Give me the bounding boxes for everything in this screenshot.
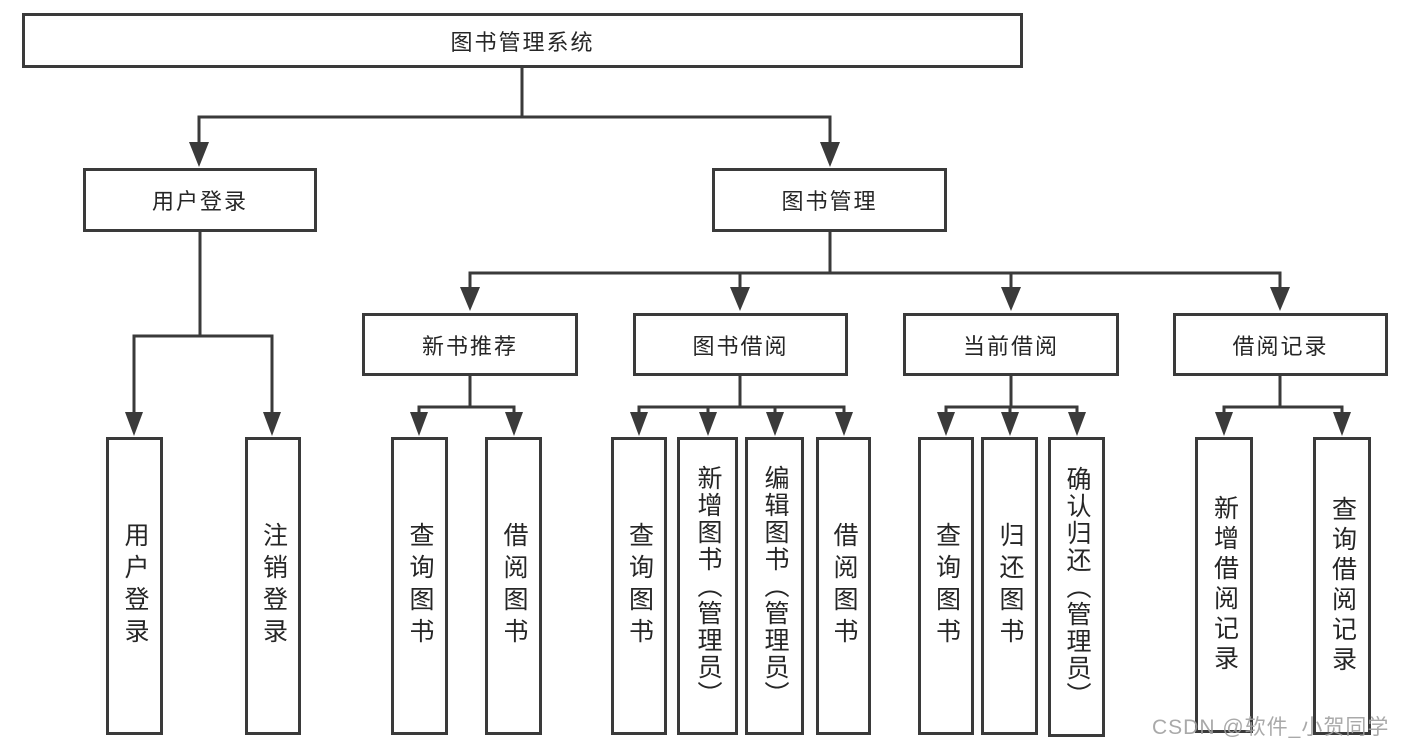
leaf-borrow-books-recommend: 借阅图书 [485, 437, 542, 735]
leaf-add-borrow-record: 新增借阅记录 [1195, 437, 1253, 733]
leaf-query-books-current-label: 查询图书 [932, 522, 961, 650]
leaf-borrow-books-label: 借阅图书 [830, 522, 858, 650]
leaf-add-book-admin-label: 新增图书（管理员） [694, 464, 722, 708]
leaf-query-books-recommend-label: 查询图书 [406, 522, 434, 650]
watermark: CSDN @软件_小贺同学 [1152, 716, 1390, 739]
arrow-leaf-user-login [125, 412, 143, 436]
arrow-book-management [820, 142, 840, 167]
leaf-query-borrow-record: 查询借阅记录 [1313, 437, 1371, 735]
node-book-management: 图书管理 [712, 168, 947, 232]
leaf-confirm-return-admin-label: 确认归还（管理员） [1063, 465, 1091, 709]
arrow-leaf-query-books-recommend [410, 412, 428, 436]
arrow-leaf-add-record [1215, 412, 1233, 436]
node-book-management-label: 图书管理 [781, 189, 878, 214]
leaf-confirm-return-admin: 确认归还（管理员） [1048, 437, 1105, 737]
node-user-login-label: 用户登录 [151, 189, 248, 214]
leaf-logout: 注销登录 [245, 437, 301, 735]
arrow-leaf-query-books-borrow [630, 412, 648, 436]
arrow-leaf-logout [263, 412, 281, 436]
arrow-leaf-add-book [699, 412, 717, 436]
leaf-return-book-label: 归还图书 [996, 522, 1024, 650]
arrow-book-borrow [730, 287, 750, 311]
leaf-user-login-label: 用户登录 [121, 522, 149, 650]
arrow-leaf-borrow-books-recommend [505, 412, 523, 436]
leaf-query-borrow-record-label: 查询借阅记录 [1328, 496, 1357, 676]
arrow-user-login [189, 142, 209, 167]
leaf-edit-book-admin-label: 编辑图书（管理员） [761, 464, 789, 708]
leaf-edit-book-admin: 编辑图书（管理员） [745, 437, 804, 735]
arrow-borrow-records [1270, 287, 1290, 311]
node-book-borrow-label: 图书借阅 [692, 333, 789, 359]
node-root-label: 图书管理系统 [450, 29, 595, 55]
leaf-query-books-borrow: 查询图书 [611, 437, 667, 735]
node-borrow-records-label: 借阅记录 [1232, 333, 1329, 359]
node-current-borrow: 当前借阅 [903, 313, 1119, 376]
leaf-borrow-books-recommend-label: 借阅图书 [500, 522, 528, 650]
node-user-login: 用户登录 [83, 168, 317, 232]
leaf-user-login: 用户登录 [106, 437, 163, 735]
node-book-borrow: 图书借阅 [633, 313, 848, 376]
arrow-new-book-recommend [460, 287, 480, 311]
arrow-leaf-confirm-return [1068, 412, 1086, 436]
node-borrow-records: 借阅记录 [1173, 313, 1388, 376]
leaf-add-book-admin: 新增图书（管理员） [677, 437, 738, 735]
leaf-query-books-recommend: 查询图书 [391, 437, 448, 735]
leaf-borrow-books: 借阅图书 [816, 437, 871, 735]
arrow-leaf-query-record [1333, 412, 1351, 436]
arrow-leaf-edit-book [766, 412, 784, 436]
arrow-current-borrow [1001, 287, 1021, 311]
leaf-return-book: 归还图书 [981, 437, 1038, 735]
leaf-add-borrow-record-label: 新增借阅记录 [1210, 495, 1239, 675]
leaf-logout-label: 注销登录 [259, 522, 288, 650]
leaf-query-books-current: 查询图书 [918, 437, 974, 735]
arrow-leaf-query-books-current [937, 412, 955, 436]
node-new-book-recommend: 新书推荐 [362, 313, 578, 376]
arrow-leaf-return-book [1001, 412, 1019, 436]
node-current-borrow-label: 当前借阅 [962, 333, 1059, 359]
node-new-book-recommend-label: 新书推荐 [421, 333, 518, 359]
node-root: 图书管理系统 [22, 13, 1023, 68]
leaf-query-books-borrow-label: 查询图书 [625, 522, 654, 650]
arrow-leaf-borrow-books [835, 412, 853, 436]
